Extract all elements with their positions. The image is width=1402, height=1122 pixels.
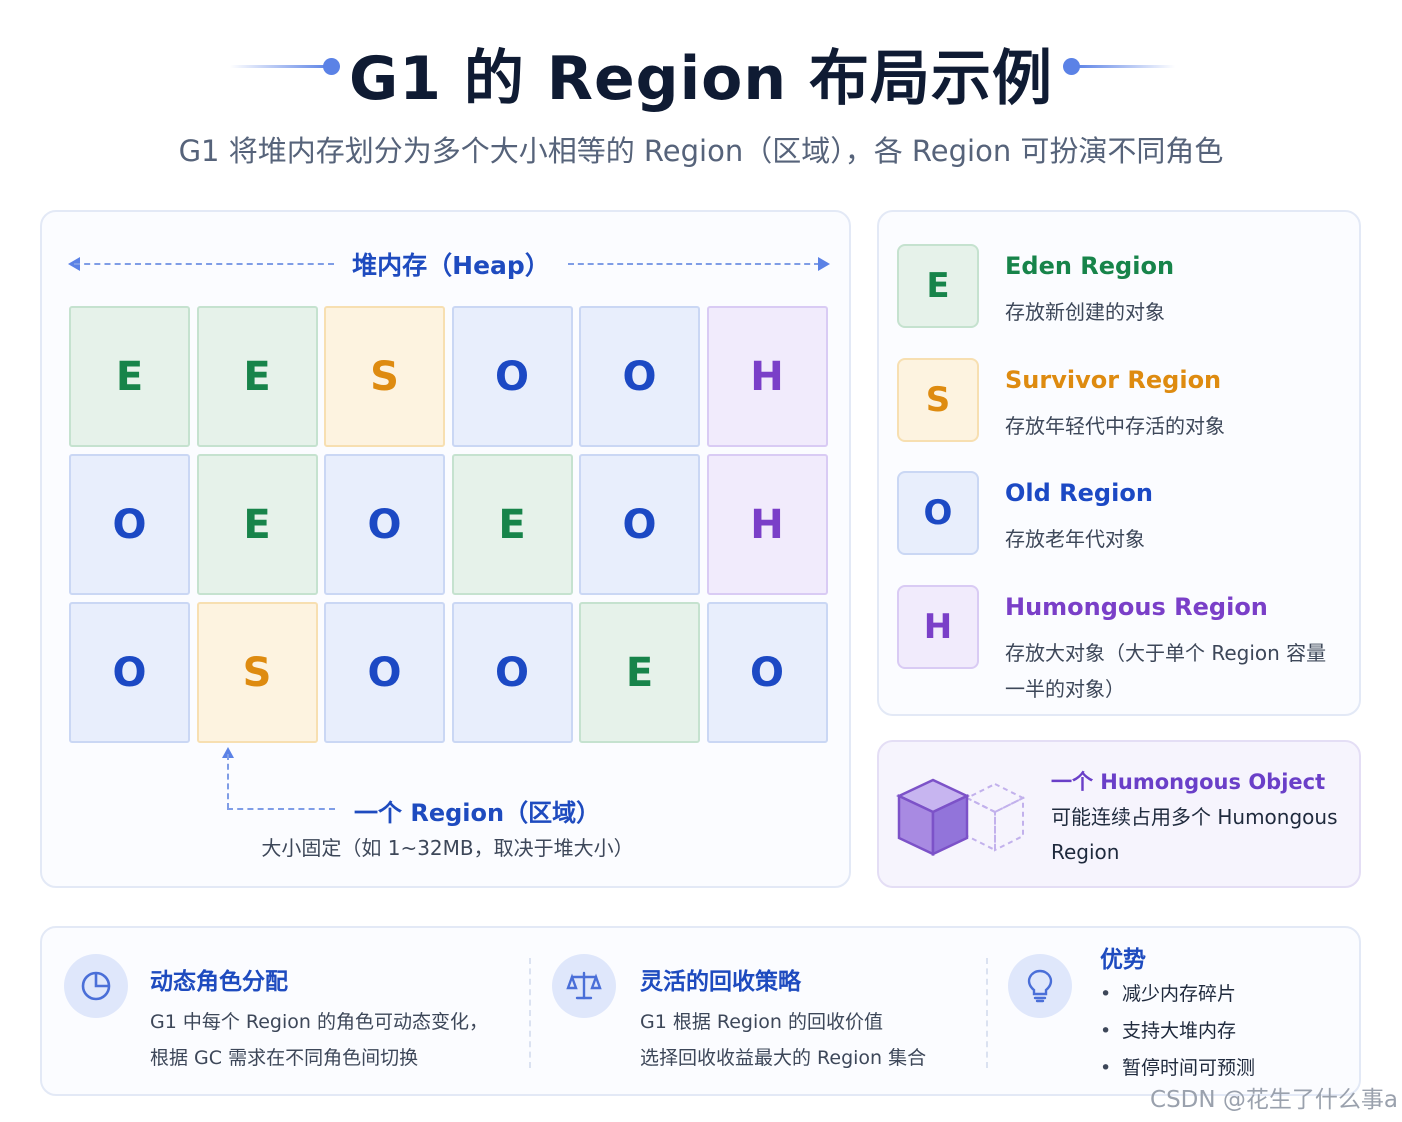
cube-icon — [895, 776, 1035, 860]
region-cell: H — [706, 306, 828, 447]
region-cell: E — [451, 454, 573, 595]
legend-box-humongous: H — [897, 585, 979, 669]
feature-advantages: 优势 减少内存碎片 支持大堆内存 暂停时间可预测 — [986, 928, 1362, 1098]
region-cell: S — [324, 306, 445, 447]
region-cell: E — [196, 454, 318, 595]
feature-line: 选择回收收益最大的 Region 集合 — [640, 1047, 927, 1069]
region-cell: O — [324, 602, 445, 743]
region-cell: O — [451, 306, 573, 447]
region-cell: E — [69, 306, 190, 447]
title-row: G1 的 Region 布局示例 — [0, 30, 1402, 114]
feature-line: G1 中每个 Region 的角色可动态变化， — [150, 1011, 488, 1033]
region-cell: O — [69, 602, 190, 743]
region-cell: O — [706, 602, 828, 743]
legend-box-old: O — [897, 471, 979, 555]
region-cell: H — [706, 454, 828, 595]
arrow-up-icon — [222, 747, 234, 758]
feature-title: 灵活的回收策略 — [640, 969, 801, 995]
page-subtitle: G1 将堆内存划分为多个大小相等的 Region（区域），各 Region 可扮… — [178, 134, 1224, 168]
region-cell: O — [69, 454, 190, 595]
list-item: 支持大堆内存 — [1100, 1013, 1255, 1050]
title-dot-left — [323, 58, 340, 75]
title-decoration-right — [1075, 65, 1175, 68]
legend-box-eden: E — [897, 244, 979, 328]
heap-header: 堆内存（Heap） — [68, 242, 830, 286]
balance-scale-icon — [552, 954, 616, 1018]
legend-box-survivor: S — [897, 358, 979, 442]
pie-chart-icon — [64, 954, 128, 1018]
heap-label: 堆内存（Heap） — [352, 251, 550, 280]
legend-name-old: Old Region — [1005, 479, 1153, 507]
arrow-right-icon — [818, 257, 830, 271]
feature-text: G1 根据 Region 的回收价值 选择回收收益最大的 Region 集合 — [640, 1004, 1020, 1076]
advantages-title: 优势 — [1100, 947, 1146, 973]
page-title: G1 的 Region 布局示例 — [348, 44, 1053, 114]
lightbulb-icon — [1008, 954, 1072, 1018]
region-title: 一个 Region（区域） — [354, 799, 601, 827]
region-pointer-vertical — [227, 754, 229, 809]
divider — [529, 958, 531, 1068]
legend-name-survivor: Survivor Region — [1005, 366, 1222, 394]
title-dot-right — [1063, 58, 1080, 75]
legend-desc-survivor: 存放年轻代中存活的对象 — [1005, 414, 1225, 438]
humongous-object-panel: 一个 Humongous Object 可能连续占用多个 Humongous R… — [877, 740, 1361, 888]
feature-line: 根据 GC 需求在不同角色间切换 — [150, 1047, 419, 1069]
region-cell: O — [579, 306, 700, 447]
divider — [986, 958, 988, 1068]
region-desc: 大小固定（如 1~32MB，取决于堆大小） — [261, 836, 634, 860]
feature-text: G1 中每个 Region 的角色可动态变化， 根据 GC 需求在不同角色间切换 — [150, 1004, 530, 1076]
humongous-object-desc: 可能连续占用多个 Humongous Region — [1051, 805, 1338, 864]
region-cell: O — [324, 454, 445, 595]
legend-desc-old: 存放老年代对象 — [1005, 527, 1145, 551]
region-cell: O — [579, 454, 700, 595]
region-cell: E — [579, 602, 700, 743]
region-cell: O — [451, 602, 573, 743]
list-item: 减少内存碎片 — [1100, 976, 1255, 1013]
features-panel: 动态角色分配 G1 中每个 Region 的角色可动态变化， 根据 GC 需求在… — [40, 926, 1361, 1096]
feature-recovery-strategy: 灵活的回收策略 G1 根据 Region 的回收价值 选择回收收益最大的 Reg… — [530, 928, 986, 1098]
watermark: CSDN @花生了什么事a — [1150, 1087, 1398, 1113]
heap-dash-left — [74, 263, 334, 265]
legend-name-eden: Eden Region — [1005, 252, 1175, 280]
feature-line: G1 根据 Region 的回收价值 — [640, 1011, 883, 1033]
feature-title: 动态角色分配 — [150, 969, 288, 995]
legend-desc-eden: 存放新创建的对象 — [1005, 300, 1165, 324]
heap-panel: 堆内存（Heap） E E S O O H O E O E O H O S O … — [40, 210, 851, 888]
heap-dash-right — [568, 263, 820, 265]
legend-desc-humongous: 存放大对象（大于单个 Region 容量一半的对象） — [1005, 641, 1327, 701]
advantages-list: 减少内存碎片 支持大堆内存 暂停时间可预测 — [1100, 976, 1255, 1087]
feature-dynamic-role: 动态角色分配 G1 中每个 Region 的角色可动态变化， 根据 GC 需求在… — [42, 928, 530, 1098]
humongous-object-title: 一个 Humongous Object — [1051, 770, 1326, 794]
region-cell: S — [196, 602, 318, 743]
region-grid: E E S O O H O E O E O H O S O O E O — [69, 306, 828, 743]
region-pointer-horizontal — [227, 808, 335, 810]
title-decoration-left — [230, 65, 330, 68]
region-cell: E — [196, 306, 318, 447]
legend-panel: E Eden Region 存放新创建的对象 S Survivor Region… — [877, 210, 1361, 716]
legend-name-humongous: Humongous Region — [1005, 593, 1268, 621]
list-item: 暂停时间可预测 — [1100, 1050, 1255, 1087]
